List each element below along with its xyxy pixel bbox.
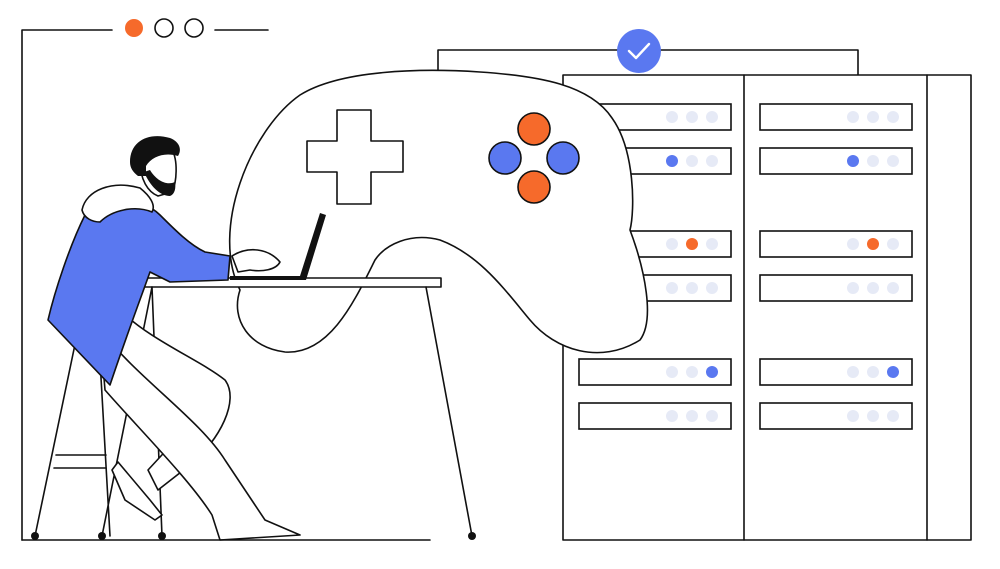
status-led-icon xyxy=(666,282,678,294)
rack-right xyxy=(759,103,913,430)
status-led-icon xyxy=(847,282,859,294)
server-unit xyxy=(759,103,913,131)
status-led-icon xyxy=(887,238,899,250)
server-unit xyxy=(759,230,913,258)
status-led-icon xyxy=(887,282,899,294)
status-led-icon xyxy=(706,238,718,250)
controller-button-icon xyxy=(546,141,580,175)
status-led-icon xyxy=(847,111,859,123)
person xyxy=(47,136,326,541)
server-unit xyxy=(578,402,732,430)
controller-buttons xyxy=(488,112,580,204)
server-unit xyxy=(759,147,913,175)
status-led-icon xyxy=(666,111,678,123)
status-led-icon xyxy=(847,410,859,422)
server-unit xyxy=(759,358,913,386)
status-led-icon xyxy=(706,410,718,422)
game-controller xyxy=(228,69,649,354)
dpad-icon xyxy=(306,109,404,205)
status-led-icon xyxy=(666,238,678,250)
status-led-icon xyxy=(867,410,879,422)
status-led-icon xyxy=(847,366,859,378)
stool xyxy=(31,329,111,540)
server-unit xyxy=(759,274,913,302)
orange-dot-icon xyxy=(125,19,143,37)
status-led-icon xyxy=(666,366,678,378)
window-frame xyxy=(21,29,269,541)
controller-button-icon xyxy=(517,170,551,204)
status-led-icon xyxy=(686,282,698,294)
status-led-icon xyxy=(867,366,879,378)
status-led-icon xyxy=(867,155,879,167)
status-led-icon xyxy=(847,155,859,167)
checkmark-icon xyxy=(627,42,651,60)
status-led-icon xyxy=(887,111,899,123)
status-led-icon xyxy=(867,111,879,123)
status-led-icon xyxy=(887,155,899,167)
status-led-icon xyxy=(887,410,899,422)
status-led-icon xyxy=(887,366,899,378)
status-led-icon xyxy=(686,238,698,250)
empty-dot-icon xyxy=(184,18,204,38)
status-led-icon xyxy=(686,410,698,422)
status-led-icon xyxy=(706,282,718,294)
status-led-icon xyxy=(686,366,698,378)
controller-button-icon xyxy=(488,141,522,175)
status-led-icon xyxy=(686,111,698,123)
status-led-icon xyxy=(867,282,879,294)
status-led-icon xyxy=(706,111,718,123)
status-led-icon xyxy=(666,155,678,167)
check-badge xyxy=(617,29,661,73)
status-led-icon xyxy=(706,366,718,378)
status-led-icon xyxy=(867,238,879,250)
status-led-icon xyxy=(666,410,678,422)
status-led-icon xyxy=(706,155,718,167)
server-unit xyxy=(759,402,913,430)
status-led-icon xyxy=(686,155,698,167)
server-unit xyxy=(578,358,732,386)
window-controls xyxy=(125,18,204,38)
controller-button-icon xyxy=(517,112,551,146)
empty-dot-icon xyxy=(154,18,174,38)
status-led-icon xyxy=(847,238,859,250)
